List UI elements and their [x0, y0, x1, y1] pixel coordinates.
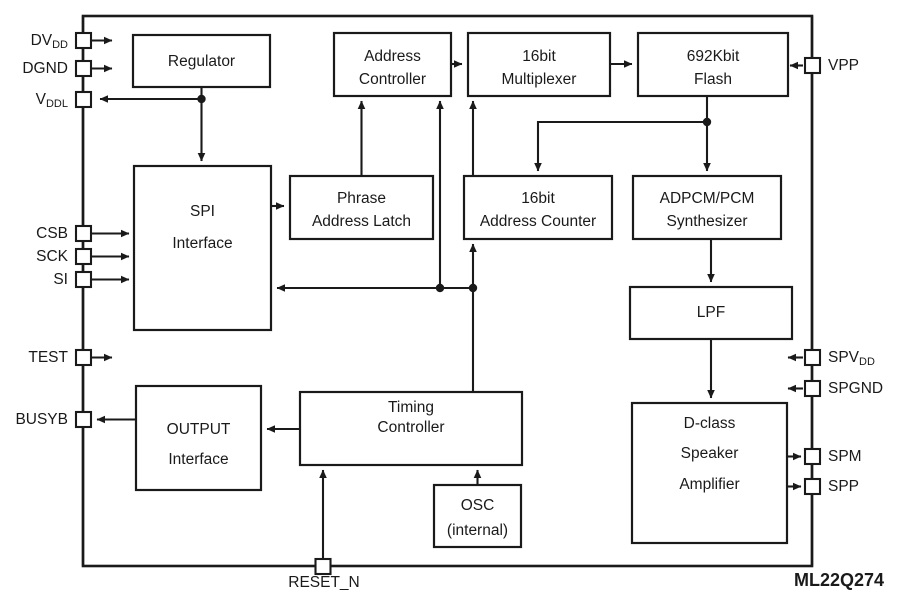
svg-text:DGND: DGND — [22, 60, 68, 77]
block-address-counter: 16bit Address Counter — [462, 174, 614, 241]
block-flash-label-2: Flash — [694, 71, 732, 88]
block-address-counter-label-1: 16bit — [521, 190, 555, 207]
pin-busyb[interactable]: BUSYB — [15, 410, 136, 429]
svg-text:VPP: VPP — [828, 57, 859, 74]
pin-test[interactable]: TEST — [28, 348, 113, 367]
pin-pad-spp[interactable] — [803, 477, 822, 496]
pin-label-sck: SCK — [36, 248, 69, 265]
pin-pad-dgnd[interactable] — [74, 59, 93, 78]
block-synthesizer: ADPCM/PCM Synthesizer — [631, 174, 783, 241]
block-phrase-latch-label-1: Phrase — [337, 190, 386, 207]
block-osc-label-1: OSC — [461, 497, 495, 514]
pin-label-spgnd: SPGND — [828, 380, 883, 397]
pin-si[interactable]: SI — [53, 270, 130, 289]
pin-pad-spm[interactable] — [803, 447, 822, 466]
svg-text:TEST: TEST — [28, 349, 68, 366]
svg-text:VDDL: VDDL — [36, 91, 68, 110]
block-multiplexer: 16bit Multiplexer — [466, 31, 612, 98]
block-multiplexer-label-2: Multiplexer — [502, 71, 577, 88]
pin-label-spvdd: SPV — [828, 349, 860, 366]
block-flash-label-1: 692Kbit — [687, 48, 740, 65]
block-osc: OSC (internal) — [432, 483, 523, 549]
block-lpf-label: LPF — [697, 304, 725, 321]
block-amplifier-label-3: Amplifier — [679, 476, 739, 493]
block-amplifier-label-1: D-class — [684, 415, 736, 432]
block-phrase-latch-label-2: Address Latch — [312, 213, 411, 230]
block-lpf: LPF — [628, 285, 794, 341]
pin-pad-vddl[interactable] — [74, 90, 93, 109]
pin-label-busyb: BUSYB — [15, 411, 68, 428]
block-speaker-amplifier: D-class Speaker Amplifier — [630, 401, 789, 545]
block-spi-label-1: SPI — [190, 203, 215, 220]
block-spi-label-2: Interface — [172, 235, 232, 252]
pin-label-vpp: VPP — [828, 57, 859, 74]
pin-pad-vpp[interactable] — [803, 56, 822, 75]
block-timing-controller: Timing Controller — [298, 390, 524, 467]
block-spi-interface: SPI Interface — [132, 164, 273, 332]
pin-pad-si[interactable] — [74, 270, 93, 289]
svg-text:BUSYB: BUSYB — [15, 411, 68, 428]
pin-sub-dvdd: DD — [52, 39, 68, 51]
pin-label-vddl: V — [36, 91, 47, 108]
pin-label-dgnd: DGND — [22, 60, 68, 77]
pin-label-csb: CSB — [36, 225, 68, 242]
pin-pad-spgnd[interactable] — [803, 379, 822, 398]
pin-pad-test[interactable] — [74, 348, 93, 367]
svg-text:SPM: SPM — [828, 448, 862, 465]
pin-label-reset-n: RESET_N — [288, 574, 360, 591]
pin-dvdd[interactable]: DVDD — [31, 31, 113, 51]
block-timing-ctrl-label-2: Controller — [377, 419, 444, 436]
pin-pad-busyb[interactable] — [74, 410, 93, 429]
pin-spm[interactable]: SPM — [787, 447, 862, 466]
pin-pad-reset-n[interactable] — [314, 557, 332, 576]
pin-vddl[interactable]: VDDL — [36, 90, 93, 110]
pin-pad-csb[interactable] — [74, 224, 93, 243]
svg-text:DVDD: DVDD — [31, 32, 68, 51]
block-flash: 692Kbit Flash — [636, 31, 790, 98]
pin-label-spp: SPP — [828, 478, 859, 495]
block-regulator: Regulator — [131, 33, 272, 89]
pin-spvdd[interactable]: SPVDD — [787, 348, 875, 368]
block-timing-ctrl-label-1: Timing — [388, 399, 434, 416]
block-phrase-address-latch: Phrase Address Latch — [288, 174, 435, 241]
svg-text:SCK: SCK — [36, 248, 69, 265]
svg-text:SPP: SPP — [828, 478, 859, 495]
block-address-controller: Address Controller — [332, 31, 453, 98]
pin-dgnd[interactable]: DGND — [22, 59, 113, 78]
block-synthesizer-label-2: Synthesizer — [667, 213, 748, 230]
block-output-if-label-2: Interface — [168, 451, 228, 468]
svg-text:SPGND: SPGND — [828, 380, 883, 397]
pin-label-spm: SPM — [828, 448, 862, 465]
block-address-counter-label-2: Address Counter — [480, 213, 596, 230]
pin-sub-spvdd: DD — [859, 356, 875, 368]
pin-label-test: TEST — [28, 349, 68, 366]
pin-sck[interactable]: SCK — [36, 247, 130, 266]
signal-wires — [99, 60, 715, 566]
svg-text:CSB: CSB — [36, 225, 68, 242]
block-output-if-label-1: OUTPUT — [167, 421, 231, 438]
block-address-controller-label-1: Address — [364, 48, 421, 65]
pin-pad-dvdd[interactable] — [74, 31, 93, 50]
block-output-interface: OUTPUT Interface — [134, 384, 263, 492]
pin-pad-spvdd[interactable] — [803, 348, 822, 367]
pin-spgnd[interactable]: SPGND — [787, 379, 883, 398]
block-amplifier-label-2: Speaker — [681, 445, 739, 462]
pin-spp[interactable]: SPP — [787, 477, 859, 496]
block-osc-label-2: (internal) — [447, 522, 508, 539]
block-address-controller-label-2: Controller — [359, 71, 426, 88]
part-number-label: ML22Q274 — [794, 570, 884, 590]
pin-label-si: SI — [53, 271, 68, 288]
pin-reset-n[interactable]: RESET_N — [288, 557, 360, 591]
pin-pad-sck[interactable] — [74, 247, 93, 266]
pin-label-dvdd: DV — [31, 32, 53, 49]
block-synthesizer-label-1: ADPCM/PCM — [660, 190, 755, 207]
svg-text:SPVDD: SPVDD — [828, 349, 875, 368]
pin-vpp[interactable]: VPP — [789, 56, 859, 75]
pin-sub-vddl: DDL — [46, 98, 68, 110]
svg-text:SI: SI — [53, 271, 68, 288]
pin-csb[interactable]: CSB — [36, 224, 130, 243]
block-multiplexer-label-1: 16bit — [522, 48, 556, 65]
block-regulator-label: Regulator — [168, 53, 235, 70]
